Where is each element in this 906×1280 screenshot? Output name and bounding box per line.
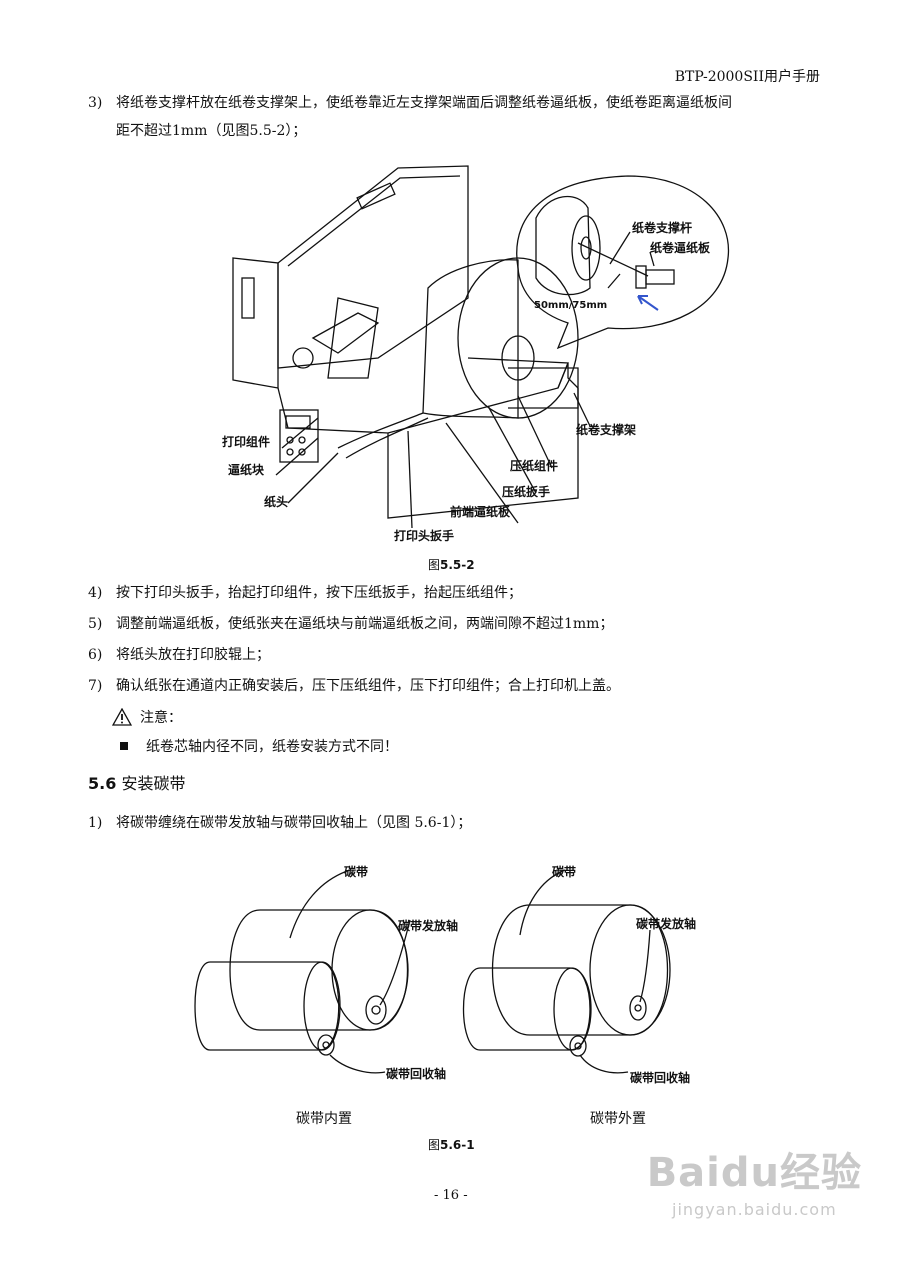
section-title: 安装碳带 (121, 774, 186, 793)
step-number: 1) (88, 815, 103, 831)
step-7: 7) 确认纸张在通道内正确安装后，压下压纸组件，压下打印组件；合上打印机上盖。 (88, 675, 828, 697)
step-number: 7) (88, 678, 103, 694)
label-rewind-right: 碳带回收轴 (630, 1070, 690, 1085)
label-roll-guide: 纸卷逼纸板 (650, 240, 711, 255)
printer-base (277, 357, 569, 434)
note-bullet: 纸卷芯轴内径不同，纸卷安装方式不同！ (120, 736, 398, 756)
subcaption-inside: 碳带内置 (296, 1111, 352, 1127)
printer-paper-loading-figure: 纸卷支撑杆 纸卷逼纸板 50mm/75mm 纸卷支撑架 打印组件 逼纸块 纸头 … (222, 165, 730, 543)
step-number: 4) (88, 585, 103, 601)
step-6: 6) 将纸头放在打印胶辊上； (88, 644, 828, 666)
step-text: 确认纸张在通道内正确安装后，压下压纸组件，压下打印组件；合上打印机上盖。 (116, 678, 620, 694)
printer-lid (277, 165, 469, 369)
roll-holder (508, 367, 579, 409)
warning-icon (112, 708, 132, 726)
label-press-assembly: 压纸组件 (510, 458, 558, 473)
caption-prefix: 图 (428, 558, 441, 572)
note-heading: 注意： (112, 706, 182, 728)
label-rewind-left: 碳带回收轴 (386, 1066, 446, 1081)
step-ribbon-1: 1) 将碳带缠绕在碳带发放轴与碳带回收轴上（见图 5.6-1）； (88, 812, 828, 834)
ribbon-outside-diagram (462, 869, 671, 1074)
caption-number: 5.5-2 (440, 558, 475, 572)
step-4: 4) 按下打印头扳手，抬起打印组件，按下压纸扳手，抬起压纸组件； (88, 582, 828, 604)
watermark-url: jingyan.baidu.com (672, 1200, 837, 1219)
label-paper-head: 纸头 (264, 494, 288, 509)
figure-caption-5-5-2: 图5.5-2 (428, 556, 475, 573)
ribbon-installation-figure: 碳带 碳带发放轴 碳带回收轴 碳带 碳带发放轴 碳带回收轴 (194, 864, 696, 1085)
paper-roll (422, 259, 519, 419)
ribbon-inside-diagram (194, 869, 411, 1074)
subcaption-outside: 碳带外置 (590, 1111, 646, 1127)
step-text: 调整前端逼纸板，使纸张夹在逼纸块与前端逼纸板之间，两端间隙不超过1mm； (116, 616, 614, 632)
print-mechanism (311, 312, 380, 354)
section-number: 5.6 (88, 774, 117, 793)
step-text: 将碳带缠绕在碳带发放轴与碳带回收轴上（见图 5.6-1）； (116, 815, 472, 831)
step-number: 3) (88, 95, 103, 111)
label-paper-block: 逼纸块 (228, 462, 265, 477)
label-ribbon-left: 碳带 (344, 864, 368, 879)
baidu-jingyan-watermark: Baidu经验 jingyan.baidu.com (647, 1140, 862, 1219)
label-roll-rod: 纸卷支撑杆 (632, 220, 692, 235)
label-print-assembly: 打印组件 (222, 434, 270, 449)
step-text: 按下打印头扳手，抬起打印组件，按下压纸扳手，抬起压纸组件； (116, 585, 522, 601)
square-bullet-icon (120, 742, 128, 750)
control-panel (279, 409, 319, 463)
caption-prefix: 图 (428, 1138, 441, 1152)
label-roll-holder: 纸卷支撑架 (576, 422, 636, 437)
printer-side (232, 257, 279, 389)
step-5: 5) 调整前端逼纸板，使纸张夹在逼纸块与前端逼纸板之间，两端间隙不超过1mm； (88, 613, 828, 635)
step-number: 5) (88, 616, 103, 632)
label-supply-right: 碳带发放轴 (636, 916, 696, 931)
magnified-inset (516, 175, 730, 350)
label-head-lever: 打印头扳手 (394, 528, 454, 543)
note-text: 纸卷芯轴内径不同，纸卷安装方式不同！ (146, 739, 398, 755)
label-press-lever: 压纸扳手 (502, 484, 550, 499)
caption-number: 5.6-1 (440, 1138, 475, 1152)
step-number: 6) (88, 647, 103, 663)
watermark-brand: Baidu经验 (646, 1150, 862, 1196)
page-number: - 16 - (434, 1188, 468, 1203)
manual-header: BTP-2000SII用户手册 (674, 69, 820, 85)
figure-caption-5-6-1: 图5.6-1 (428, 1136, 475, 1153)
label-ribbon-right: 碳带 (552, 864, 576, 879)
step-3: 3) 将纸卷支撑杆放在纸卷支撑架上，使纸卷靠近左支撑架端面后调整纸卷逼纸板，使纸… (88, 92, 828, 139)
note-label: 注意： (140, 710, 182, 726)
section-heading: 5.6 安装碳带 (88, 770, 185, 794)
step-text: 将纸卷支撑杆放在纸卷支撑架上，使纸卷靠近左支撑架端面后调整纸卷逼纸板，使纸卷距离… (116, 95, 732, 111)
step-text: 将纸头放在打印胶辊上； (116, 647, 270, 663)
label-front-guide: 前端逼纸板 (450, 504, 511, 519)
step-text-continued: 距不超过1mm（见图5.5-2）； (116, 123, 307, 139)
adjust-arrow-icon (637, 295, 659, 311)
label-supply-left: 碳带发放轴 (398, 918, 458, 933)
label-dimension: 50mm/75mm (534, 300, 607, 311)
